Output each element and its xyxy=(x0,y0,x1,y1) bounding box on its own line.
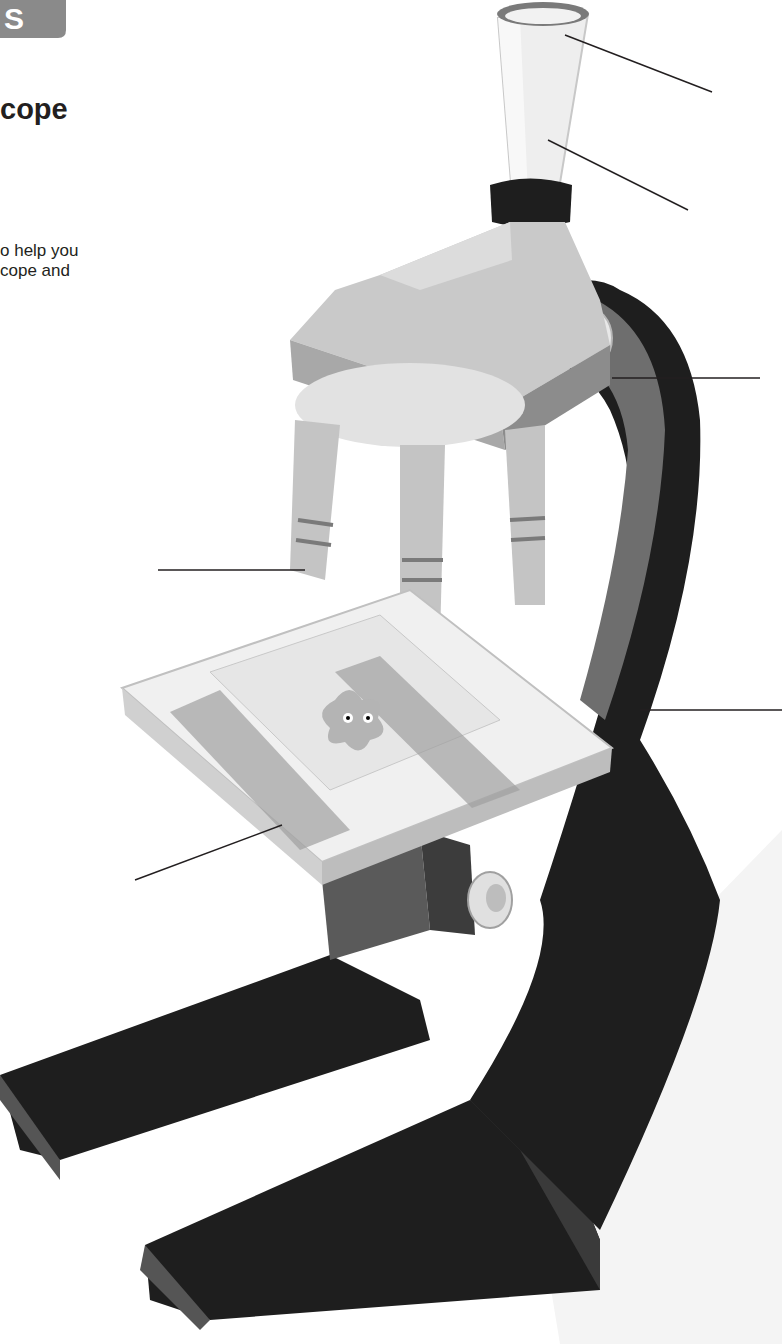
intro-text-fragment: cope and xyxy=(0,262,70,281)
title-fragment: cope xyxy=(0,94,68,126)
section-tab-text: S xyxy=(4,2,24,35)
intro-text-fragment: o help you xyxy=(0,242,78,261)
section-tab xyxy=(0,0,66,38)
